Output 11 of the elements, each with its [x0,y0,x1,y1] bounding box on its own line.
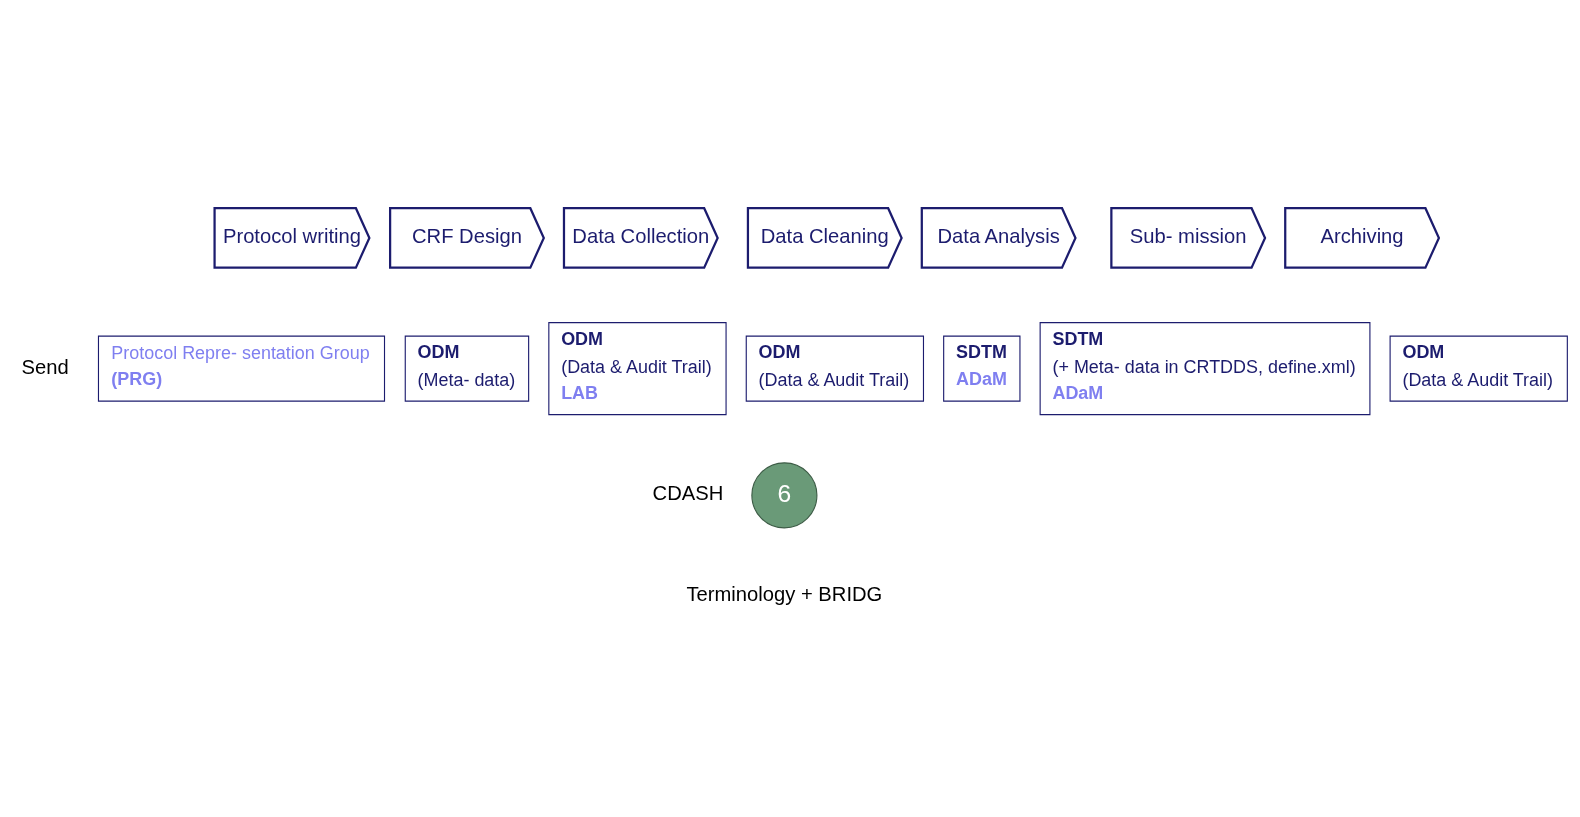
node-circle: 6 [751,461,818,528]
node-box: ODM (Meta- data) [404,335,530,402]
node-box: ODM (Data & Audit Trail) LAB [548,321,727,415]
node-box: ODM (Data & Audit Trail) [745,335,925,402]
node-box: ODM (Data & Audit Trail) [1389,335,1568,402]
node-label: CDASH [652,481,724,504]
node-box: SDTM ADaM [943,335,1021,402]
node-box: SDTM (+ Meta- data in CRTDDS, define.xml) ADaM [1039,321,1371,415]
label: Terminology + BRIDG [686,582,883,605]
node-box: Protocol Repre- sentation Group (PRG) [97,335,386,402]
label: Send [21,355,69,378]
